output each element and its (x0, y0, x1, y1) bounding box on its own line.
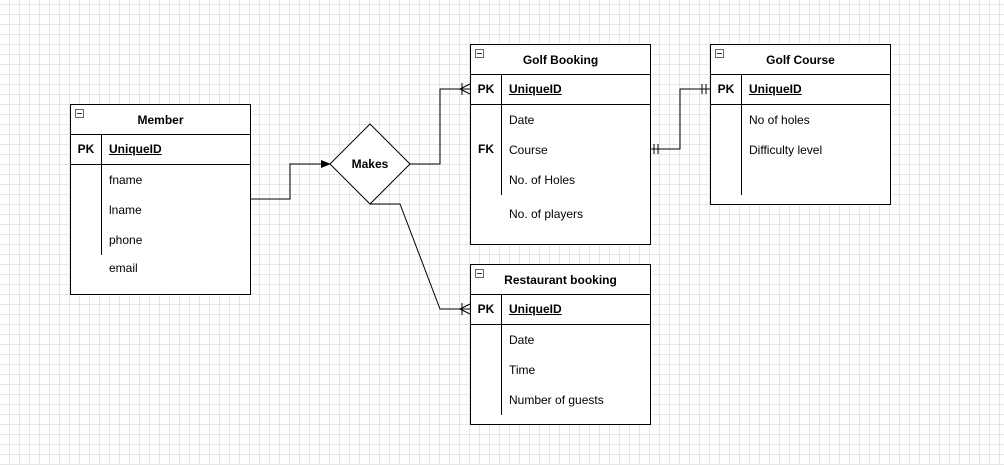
golf-course-pk-row: PK UniqueID (711, 75, 890, 105)
golf-course-pk-field: UniqueID (749, 82, 802, 96)
golf-booking-pk-label: PK (477, 82, 495, 96)
makes-relationship-label: Makes (351, 157, 389, 171)
golf-booking-attr-date: Date (509, 113, 535, 127)
golf-booking-entity-title: Golf Booking (522, 53, 599, 67)
golf-booking-attr-no-of-players: No. of players (509, 207, 584, 221)
golf-booking-entity[interactable]: Golf Booking PK UniqueID FK Date Course … (470, 44, 651, 245)
golf-course-entity-title: Golf Course (766, 53, 835, 67)
member-entity-title: Member (137, 113, 184, 127)
restaurant-booking-attr-date: Date (509, 333, 535, 347)
member-attr-lname: lname (109, 203, 142, 217)
collapse-icon[interactable] (475, 269, 484, 278)
member-entity[interactable]: Member PK UniqueID fname lname phone ema… (70, 104, 251, 295)
collapse-icon[interactable] (75, 109, 84, 118)
restaurant-booking-entity-header[interactable]: Restaurant booking (471, 265, 650, 295)
restaurant-booking-entity[interactable]: Restaurant booking PK UniqueID Date Time… (470, 264, 651, 425)
golf-booking-attr-course: Course (509, 143, 548, 157)
restaurant-booking-pk-field: UniqueID (509, 302, 562, 316)
makes-to-restaurant-booking-connector[interactable] (370, 203, 471, 315)
golf-course-entity-header[interactable]: Golf Course (711, 45, 890, 75)
member-to-makes-connector[interactable] (250, 160, 331, 200)
member-attr-phone: phone (109, 233, 143, 247)
collapse-icon[interactable] (475, 49, 484, 58)
golf-course-attr-difficulty-level: Difficulty level (749, 143, 823, 157)
member-pk-label: PK (77, 142, 95, 156)
restaurant-booking-entity-title: Restaurant booking (504, 273, 617, 287)
golf-booking-to-golf-course-connector[interactable] (650, 84, 710, 154)
restaurant-booking-attr-time: Time (509, 363, 536, 377)
golf-booking-fk-label: FK (478, 142, 494, 156)
golf-booking-attr-no-of-holes: No. of Holes (509, 173, 576, 187)
restaurant-booking-pk-row: PK UniqueID (471, 295, 650, 325)
member-attr-fname: fname (109, 173, 143, 187)
member-attr-email: email (109, 261, 138, 275)
restaurant-booking-attr-number-of-guests: Number of guests (509, 393, 604, 407)
golf-booking-pk-row: PK UniqueID (471, 75, 650, 105)
golf-course-entity[interactable]: Golf Course PK UniqueID No of holes Diff… (710, 44, 891, 205)
makes-to-golf-booking-connector[interactable] (410, 83, 471, 165)
member-pk-row: PK UniqueID (71, 135, 250, 165)
member-entity-header[interactable]: Member (71, 105, 250, 135)
golf-booking-pk-field: UniqueID (509, 82, 562, 96)
golf-course-pk-label: PK (717, 82, 735, 96)
golf-booking-entity-header[interactable]: Golf Booking (471, 45, 650, 75)
golf-course-attr-no-of-holes: No of holes (749, 113, 810, 127)
member-pk-field: UniqueID (109, 142, 162, 156)
collapse-icon[interactable] (715, 49, 724, 58)
restaurant-booking-pk-label: PK (477, 302, 495, 316)
